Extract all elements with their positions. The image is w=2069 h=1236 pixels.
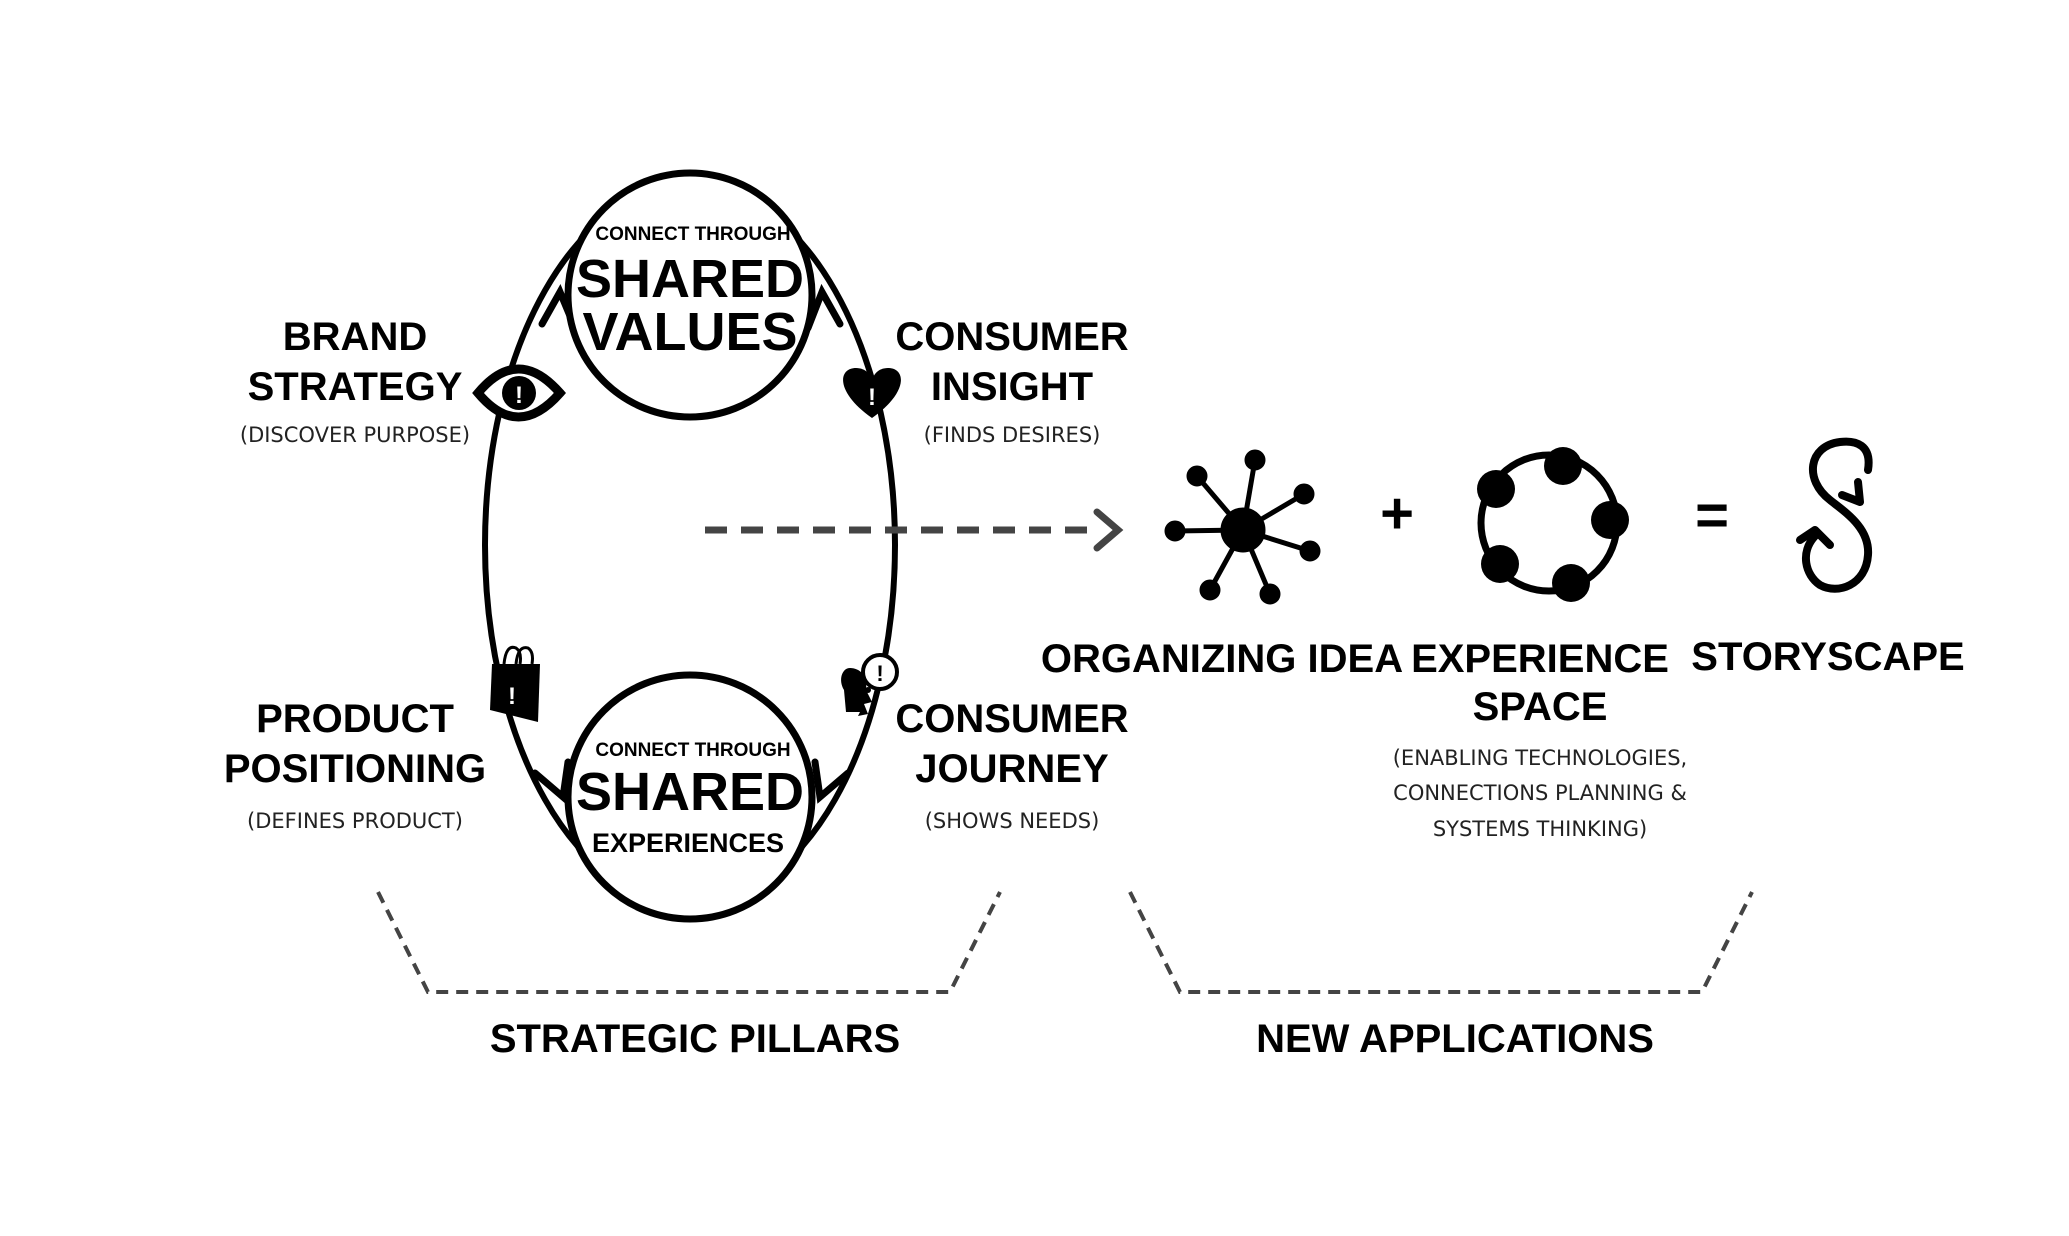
shared-values-circle (564, 169, 816, 421)
brand-strategy-line1: BRAND (283, 315, 427, 359)
plus-operator: + (1380, 481, 1414, 546)
equals-operator: = (1695, 483, 1729, 548)
bag-badge-text: ! (508, 683, 516, 710)
bottom-circle-line1: CONNECT THROUGH (595, 740, 790, 761)
consumer-journey-sub: (SHOWS NEEDS) (925, 809, 1100, 833)
experience-space-sub1: (ENABLING TECHNOLOGIES, (1393, 746, 1688, 770)
strategic-pillars-bracket (376, 891, 1002, 994)
bottom-circle-line3: EXPERIENCES (592, 828, 784, 858)
strategic-pillars-label: STRATEGIC PILLARS (490, 1017, 900, 1061)
storyscape-label: STORYSCAPE (1691, 635, 1964, 679)
consumer-insight-line1: CONSUMER (895, 315, 1128, 359)
top-circle-line1: CONNECT THROUGH (595, 224, 790, 245)
experience-space-line1: EXPERIENCE (1411, 637, 1669, 681)
head-badge-text: ! (876, 661, 883, 686)
eye-badge-text: ! (515, 382, 523, 409)
shared-experiences-circle (564, 671, 816, 923)
experience-space-sub3: SYSTEMS THINKING) (1433, 817, 1647, 841)
new-applications-bracket (1128, 891, 1754, 994)
eye-icon: ! (472, 364, 566, 422)
arrow-down-left-icon (531, 758, 572, 804)
brand-strategy-line2: STRATEGY (248, 365, 463, 409)
bottom-circle-line2: SHARED (576, 762, 804, 822)
top-circle-line3: VALUES (582, 302, 797, 362)
consumer-insight-line2: INSIGHT (931, 365, 1093, 409)
experience-space-line2: SPACE (1473, 685, 1608, 729)
node-ring-icon (1477, 447, 1629, 602)
storyscape-s-icon (1796, 437, 1873, 593)
product-positioning-line2: POSITIONING (224, 747, 486, 791)
brand-strategy-sub: (DISCOVER PURPOSE) (240, 423, 470, 447)
arrow-down-right-icon (811, 758, 852, 804)
experience-space-sub2: CONNECTIONS PLANNING & (1393, 781, 1687, 805)
product-positioning-line1: PRODUCT (256, 697, 454, 741)
new-applications-label: NEW APPLICATIONS (1256, 1017, 1654, 1061)
head-thought-icon: ! (841, 653, 899, 716)
network-hub-icon (1164, 449, 1321, 605)
top-circle-line2: SHARED (576, 249, 804, 309)
consumer-journey-line2: JOURNEY (915, 747, 1109, 791)
consumer-insight-sub: (FINDS DESIRES) (924, 423, 1101, 447)
connector-arrowhead-icon (1093, 508, 1124, 552)
heart-icon: ! (843, 368, 901, 418)
organizing-idea-label: ORGANIZING IDEA (1041, 637, 1403, 681)
heart-badge-text: ! (868, 384, 876, 411)
shopping-bag-icon: ! (490, 645, 540, 722)
consumer-journey-line1: CONSUMER (895, 697, 1128, 741)
product-positioning-sub: (DEFINES PRODUCT) (247, 809, 463, 833)
